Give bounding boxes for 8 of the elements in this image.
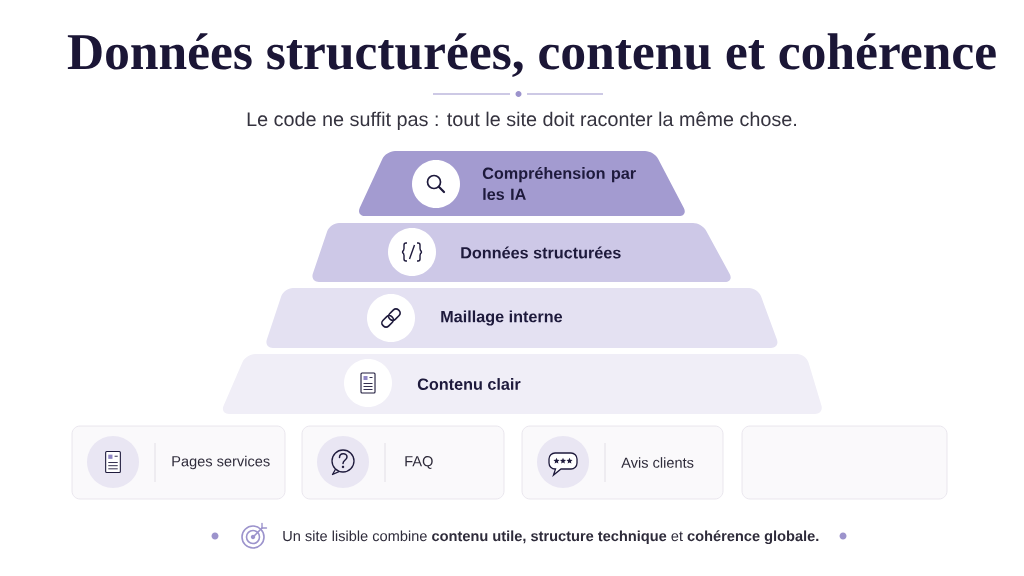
pyramid-level: Contenu clair <box>222 354 822 414</box>
pyramid-level: Compréhension par les IA <box>359 151 685 216</box>
card <box>741 425 948 500</box>
text: Un site lisible combine contenu utile, structure technique et cohérence globale. <box>283 530 819 545</box>
text: Le code ne suffit pas : tout le site doit raconter la même chose. <box>247 111 796 131</box>
title: Données structurées, contenu et cohérence <box>67 33 996 77</box>
pyramid-level: Maillage interne <box>266 288 778 348</box>
pyramid-level: Données structurées <box>312 223 731 282</box>
